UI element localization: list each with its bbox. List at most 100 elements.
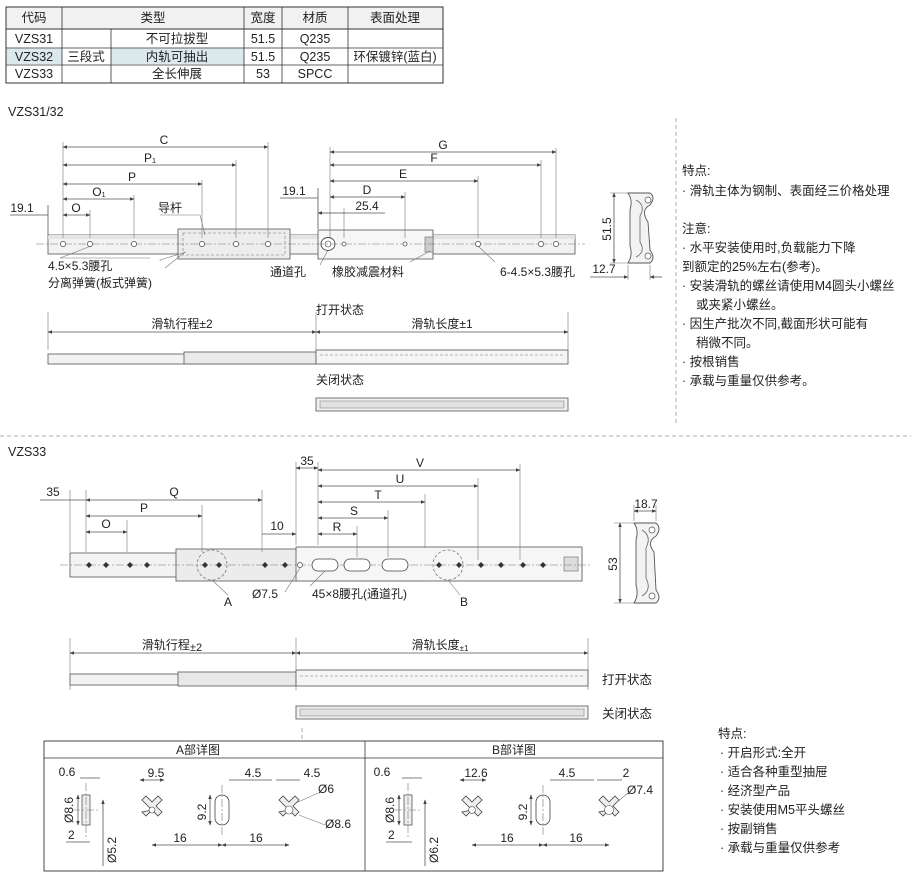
dim-R: R [333,520,342,534]
length-2-tol: ±1 [460,644,469,653]
cell-material-2: Q235 [300,50,331,64]
feature-2-4: · 按副销售 [720,821,778,836]
detailA-d6: Ø6 [318,782,334,796]
label-A: A [224,595,232,609]
th-material: 材质 [302,11,327,25]
dim-10: 10 [270,519,284,533]
cell-type-3: 全长伸展 [152,66,202,81]
cell-width-3: 53 [256,67,270,81]
label-slots6: 6-4.5×5.3腰孔 [500,265,575,279]
cell-width-1: 51.5 [251,32,275,46]
vzs33-cross-section: 18.7 53 [606,497,660,604]
detailB-drawing: 0.6 Ø8.6 2 Ø6.2 12.6 9.2 4.5 16 2 Ø7.4 [374,765,653,866]
detailB-12.6: 12.6 [464,766,488,780]
detailB-title: B部详图 [492,742,536,757]
vzs31-side-view: C P₁ P O₁ O 19.1 G F E D 19.1 25.4 导杆 4.… [10,133,585,290]
label-rubber: 橡胶减震材料 [332,264,404,279]
detailB-16: 16 [500,831,514,845]
dim-O2: O [101,517,110,531]
detail-circle-B [432,549,464,581]
cell-type-2: 内轨可抽出 [146,50,209,64]
detailB-4.5: 4.5 [559,766,576,780]
notes-section2: 特点: · 开启形式:全开 · 适合各种重型抽屉 · 经济型产品 · 安装使用M… [718,726,845,855]
detailA-4.5a: 4.5 [245,766,262,780]
dim-O: O [71,201,80,215]
travel-2-main: 滑轨行程 [142,637,190,652]
cell-type-1: 不可拉拔型 [146,31,209,46]
cell-code-1: VZS31 [15,32,53,46]
detailB-d7.4: Ø7.4 [627,783,653,797]
dim-P1: P₁ [144,151,156,165]
vzs33-side-view: 35 Q P O 35 V U T S R 10 A B Ø7.5 45×8腰孔… [40,454,590,609]
detail-circle-A [196,549,228,581]
label-B: B [460,595,468,609]
label-closed-1: 关闭状态 [316,373,364,387]
travel-2-tol: ±2 [190,642,202,654]
label-slot-hole: 4.5×5.3腰孔 [48,259,112,273]
detailB-16b: 16 [569,831,583,845]
detailB-d8.6: Ø8.6 [383,797,397,823]
notice-title: 注意: [682,221,710,236]
th-width: 宽度 [250,10,276,25]
label-travel-1: 滑轨行程±2 [151,316,213,331]
features-title-1: 特点: [682,163,710,178]
label-length-2: 滑轨长度±1 [412,637,469,653]
dim-25.4: 25.4 [355,199,379,213]
dim-V: V [416,456,424,470]
dim-D: D [363,183,372,197]
detailB-0.6: 0.6 [374,765,391,779]
feature-2-0: · 开启形式:全开 [720,745,806,760]
detailA-16a: 16 [173,831,187,845]
label-slot: 45×8腰孔(通道孔) [312,587,407,601]
dim-35-right: 35 [300,454,314,468]
label-pass-hole: 通道孔 [270,265,306,279]
notice-2: · 安装滑轨的螺丝请使用M4圆头小螺丝 [682,278,895,293]
section2-title: VZS33 [8,445,46,459]
cell-surface: 环保镀锌(蓝白) [353,49,436,64]
dim-F: F [430,151,437,165]
dim-19.1-left: 19.1 [10,201,34,215]
dim-12.7: 12.7 [592,262,616,276]
dim-E: E [399,167,407,181]
detailB-d6.2: Ø6.2 [427,837,441,863]
notice-0: · 水平安装使用时,负载能力下降 [682,240,856,255]
label-open-2: 打开状态 [602,673,652,687]
dim-Q: Q [169,485,178,499]
notice-7: · 承载与重量仅供参考。 [682,373,815,388]
vzs31-cross-section: 51.5 12.7 [590,192,662,280]
dim-19.1-right: 19.1 [282,184,306,198]
th-type: 类型 [140,11,165,25]
detailB-2b: 2 [623,766,630,780]
vzs31-state-views: 滑轨行程±2 滑轨长度±1 打开状态 关闭状态 [47,303,569,412]
cell-material-3: SPCC [298,67,333,81]
notice-5: 稍微不同。 [696,336,759,350]
label-length-1: 滑轨长度±1 [411,316,473,331]
notes-section1: 特点: · 滑轨主体为钢制、表面经三价格处理 注意: · 水平安装使用时,负载能… [682,163,895,388]
notice-6: · 按根销售 [682,354,740,369]
detailA-16b: 16 [249,831,263,845]
dim-P: P [128,170,136,184]
detailB-2: 2 [388,828,395,842]
detailA-4.5b: 4.5 [304,766,321,780]
dim-O1: O₁ [92,185,105,199]
dim-35-left: 35 [46,485,60,499]
cell-width-2: 51.5 [251,50,275,64]
vzs33-state-views: 滑轨行程±2 滑轨长度±1 打开状态 关闭状态 [69,637,652,740]
detailA-9.2: 9.2 [195,803,209,820]
detailB-9.2: 9.2 [516,803,530,820]
notice-3: 或夹紧小螺丝。 [696,298,784,312]
features-title-2: 特点: [718,726,746,741]
feature-2-2: · 经济型产品 [720,783,790,798]
th-surface: 表面处理 [370,11,421,25]
label-closed-2: 关闭状态 [602,707,652,721]
detail-views: A部详图 B部详图 0.6 Ø8.6 2 Ø5.2 9.5 9.2 4.5 [43,740,664,872]
label-travel-2: 滑轨行程±2 [142,637,202,654]
label-open-1: 打开状态 [316,303,364,317]
dim-P2: P [140,501,148,515]
label-guide: 导杆 [158,201,182,215]
dim-U: U [396,472,405,486]
spec-table: 代码 类型 宽度 材质 表面处理 三段式 环保镀锌(蓝白) VZS31 不可拉拔… [5,6,444,84]
detailA-2: 2 [68,828,75,842]
notice-1: 到额定的25%左右(参考)。 [682,259,828,274]
